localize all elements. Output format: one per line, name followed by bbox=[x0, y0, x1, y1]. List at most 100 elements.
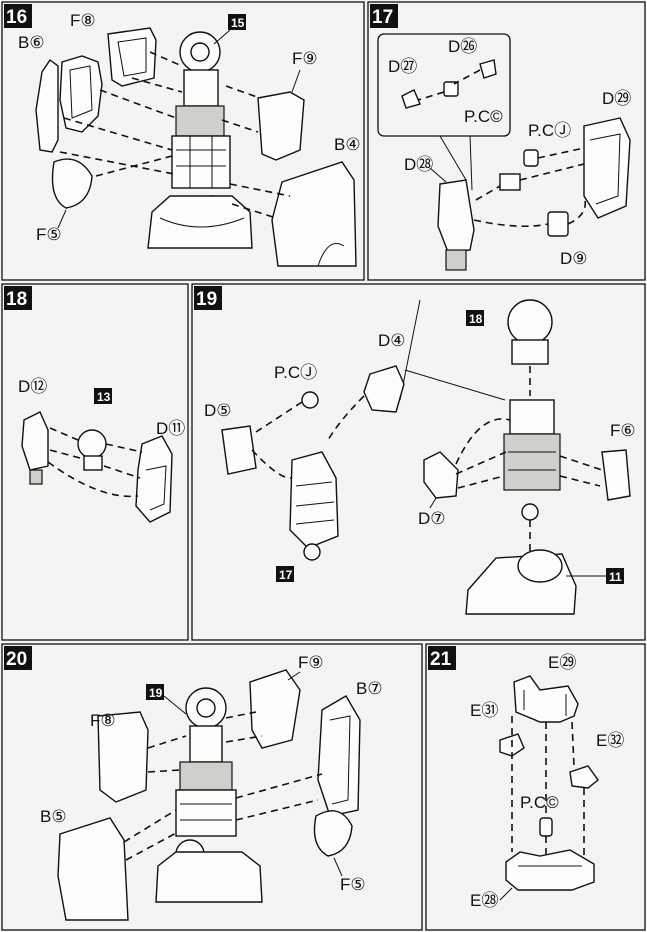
step-number: 21 bbox=[430, 649, 452, 670]
step-19: 19 P.CⒿ D④ D⑤ 17 18 D⑦ bbox=[194, 283, 640, 615]
part-e29 bbox=[513, 675, 579, 723]
part-d29 bbox=[583, 117, 631, 219]
label-pc-j: P.CⒿ bbox=[274, 363, 317, 382]
step-number-badge bbox=[4, 646, 32, 670]
step-number: 19 bbox=[196, 289, 217, 310]
label-b6: B⑥ bbox=[18, 33, 45, 52]
part-body-ref-17 bbox=[289, 451, 339, 549]
part-f6 bbox=[601, 449, 631, 501]
step-21: 21 E㉙ E㉛ E㉜ P.C© E㉘ bbox=[428, 646, 624, 910]
panel-step-18 bbox=[1, 283, 189, 641]
part-ref-13 bbox=[77, 429, 107, 459]
label-f5: F⑤ bbox=[340, 875, 366, 894]
part-b6 bbox=[35, 58, 59, 153]
label-d29: D㉙ bbox=[602, 89, 631, 108]
step-number: 17 bbox=[372, 7, 393, 28]
label-f9: F⑨ bbox=[298, 653, 324, 672]
part-torso-lower bbox=[175, 789, 237, 837]
part-f5 bbox=[51, 158, 93, 209]
step-number-badge bbox=[370, 4, 398, 28]
part-e28 bbox=[505, 849, 595, 891]
part-torso-lower bbox=[171, 135, 231, 189]
label-e31: E㉛ bbox=[470, 701, 498, 720]
label-d26: D㉖ bbox=[448, 37, 477, 56]
part-base-stand bbox=[147, 195, 253, 249]
step-16: 16 B⑥ F⑧ 15 F⑨ B④ F⑤ bbox=[4, 4, 361, 267]
step-17: 17 D㉖ D㉗ P.C© D㉘ P.CⒿ D㉙ D⑨ bbox=[370, 4, 631, 271]
part-d9 bbox=[547, 211, 569, 237]
part-e32 bbox=[569, 765, 599, 789]
label-d7: D⑦ bbox=[418, 509, 446, 528]
label-e29: E㉙ bbox=[548, 653, 576, 672]
panel-step-17 bbox=[367, 1, 646, 281]
part-head-ref-18 bbox=[507, 299, 553, 345]
part-b5 bbox=[57, 817, 129, 921]
part-b7 bbox=[317, 695, 361, 817]
panel-step-20 bbox=[1, 643, 423, 931]
ref-19: 19 bbox=[149, 686, 163, 700]
part-f9 bbox=[249, 669, 301, 749]
callout-box bbox=[377, 33, 511, 137]
label-d12: D⑫ bbox=[18, 377, 47, 396]
part-d28 bbox=[437, 179, 475, 253]
label-f8: F⑧ bbox=[90, 711, 116, 730]
label-f5: F⑤ bbox=[36, 225, 62, 244]
panel-step-21 bbox=[425, 643, 646, 931]
part-d26 bbox=[479, 59, 497, 79]
part-pc-j bbox=[523, 149, 539, 167]
part-torso-upper bbox=[175, 105, 225, 137]
step-number-badge bbox=[4, 4, 32, 28]
step-number-badge bbox=[428, 646, 456, 670]
part-pc-c-small bbox=[443, 81, 459, 97]
part-d12 bbox=[21, 411, 49, 471]
label-pc-c: P.C© bbox=[520, 793, 559, 812]
ref-13: 13 bbox=[97, 390, 111, 404]
step-20: 20 19 F⑨ B⑦ F⑧ B⑤ F⑤ bbox=[4, 646, 383, 921]
label-f8: F⑧ bbox=[70, 11, 96, 30]
step-number-badge bbox=[194, 286, 222, 310]
ref-17: 17 bbox=[279, 568, 293, 582]
label-e28: E㉘ bbox=[470, 891, 498, 910]
label-d11: D⑪ bbox=[156, 419, 185, 438]
step-number-badge bbox=[4, 286, 32, 310]
step-number: 20 bbox=[6, 649, 27, 670]
label-b5: B⑤ bbox=[40, 807, 67, 826]
part-pc-j bbox=[301, 391, 319, 409]
panel-step-16 bbox=[1, 1, 365, 281]
panel-step-19 bbox=[191, 283, 646, 641]
part-torso-upper bbox=[179, 761, 233, 791]
part-d5 bbox=[221, 425, 257, 475]
label-b4: B④ bbox=[334, 135, 361, 154]
step-number: 16 bbox=[6, 7, 27, 28]
part-base-stand bbox=[155, 851, 263, 903]
part-pc-c bbox=[539, 817, 553, 837]
part-f5 bbox=[313, 810, 353, 857]
label-d28: D㉘ bbox=[404, 155, 433, 174]
part-d4 bbox=[363, 365, 405, 413]
part-torso-upper bbox=[509, 399, 555, 435]
label-pc-c: P.C© bbox=[464, 107, 503, 126]
part-b4 bbox=[271, 161, 357, 267]
label-d9: D⑨ bbox=[560, 249, 588, 268]
label-f9: F⑨ bbox=[292, 49, 318, 68]
part-f8 bbox=[107, 27, 157, 87]
label-e32: E㉜ bbox=[596, 731, 624, 750]
label-d5: D⑤ bbox=[204, 401, 232, 420]
step-18: 18 D⑫ 13 D⑪ bbox=[4, 286, 185, 523]
ref-11: 11 bbox=[609, 570, 622, 584]
ref-18: 18 bbox=[469, 312, 483, 326]
label-pc-j: P.CⒿ bbox=[528, 121, 571, 140]
ref-15: 15 bbox=[231, 16, 245, 30]
part-f9 bbox=[257, 91, 305, 161]
part-d11 bbox=[135, 435, 173, 523]
part-d7 bbox=[423, 451, 459, 499]
label-d27: D㉗ bbox=[388, 57, 417, 76]
label-f6: F⑥ bbox=[610, 421, 636, 440]
step-number: 18 bbox=[6, 289, 27, 310]
label-b7: B⑦ bbox=[356, 679, 383, 698]
part-torso-lower bbox=[503, 433, 561, 491]
part-d27 bbox=[401, 89, 421, 109]
label-d4: D④ bbox=[378, 331, 406, 350]
part-f8 bbox=[97, 711, 149, 803]
